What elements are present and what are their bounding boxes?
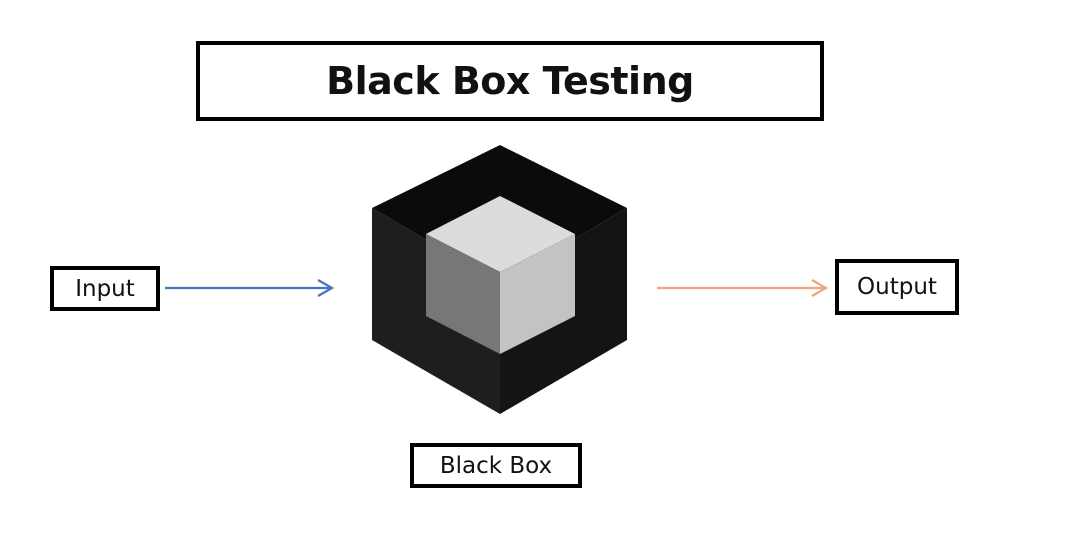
- page-title: Black Box Testing: [196, 41, 824, 121]
- inner-cube-left-face: [426, 234, 500, 354]
- inner-cube-right-face: [500, 234, 575, 354]
- input-arrow: [165, 279, 335, 297]
- black-box-label: Black Box: [410, 443, 582, 488]
- inner-cube-top-face: [426, 196, 575, 272]
- black-box-cube-icon: [372, 145, 627, 414]
- output-arrow: [657, 279, 829, 297]
- output-label: Output: [835, 259, 959, 315]
- input-label: Input: [50, 266, 160, 311]
